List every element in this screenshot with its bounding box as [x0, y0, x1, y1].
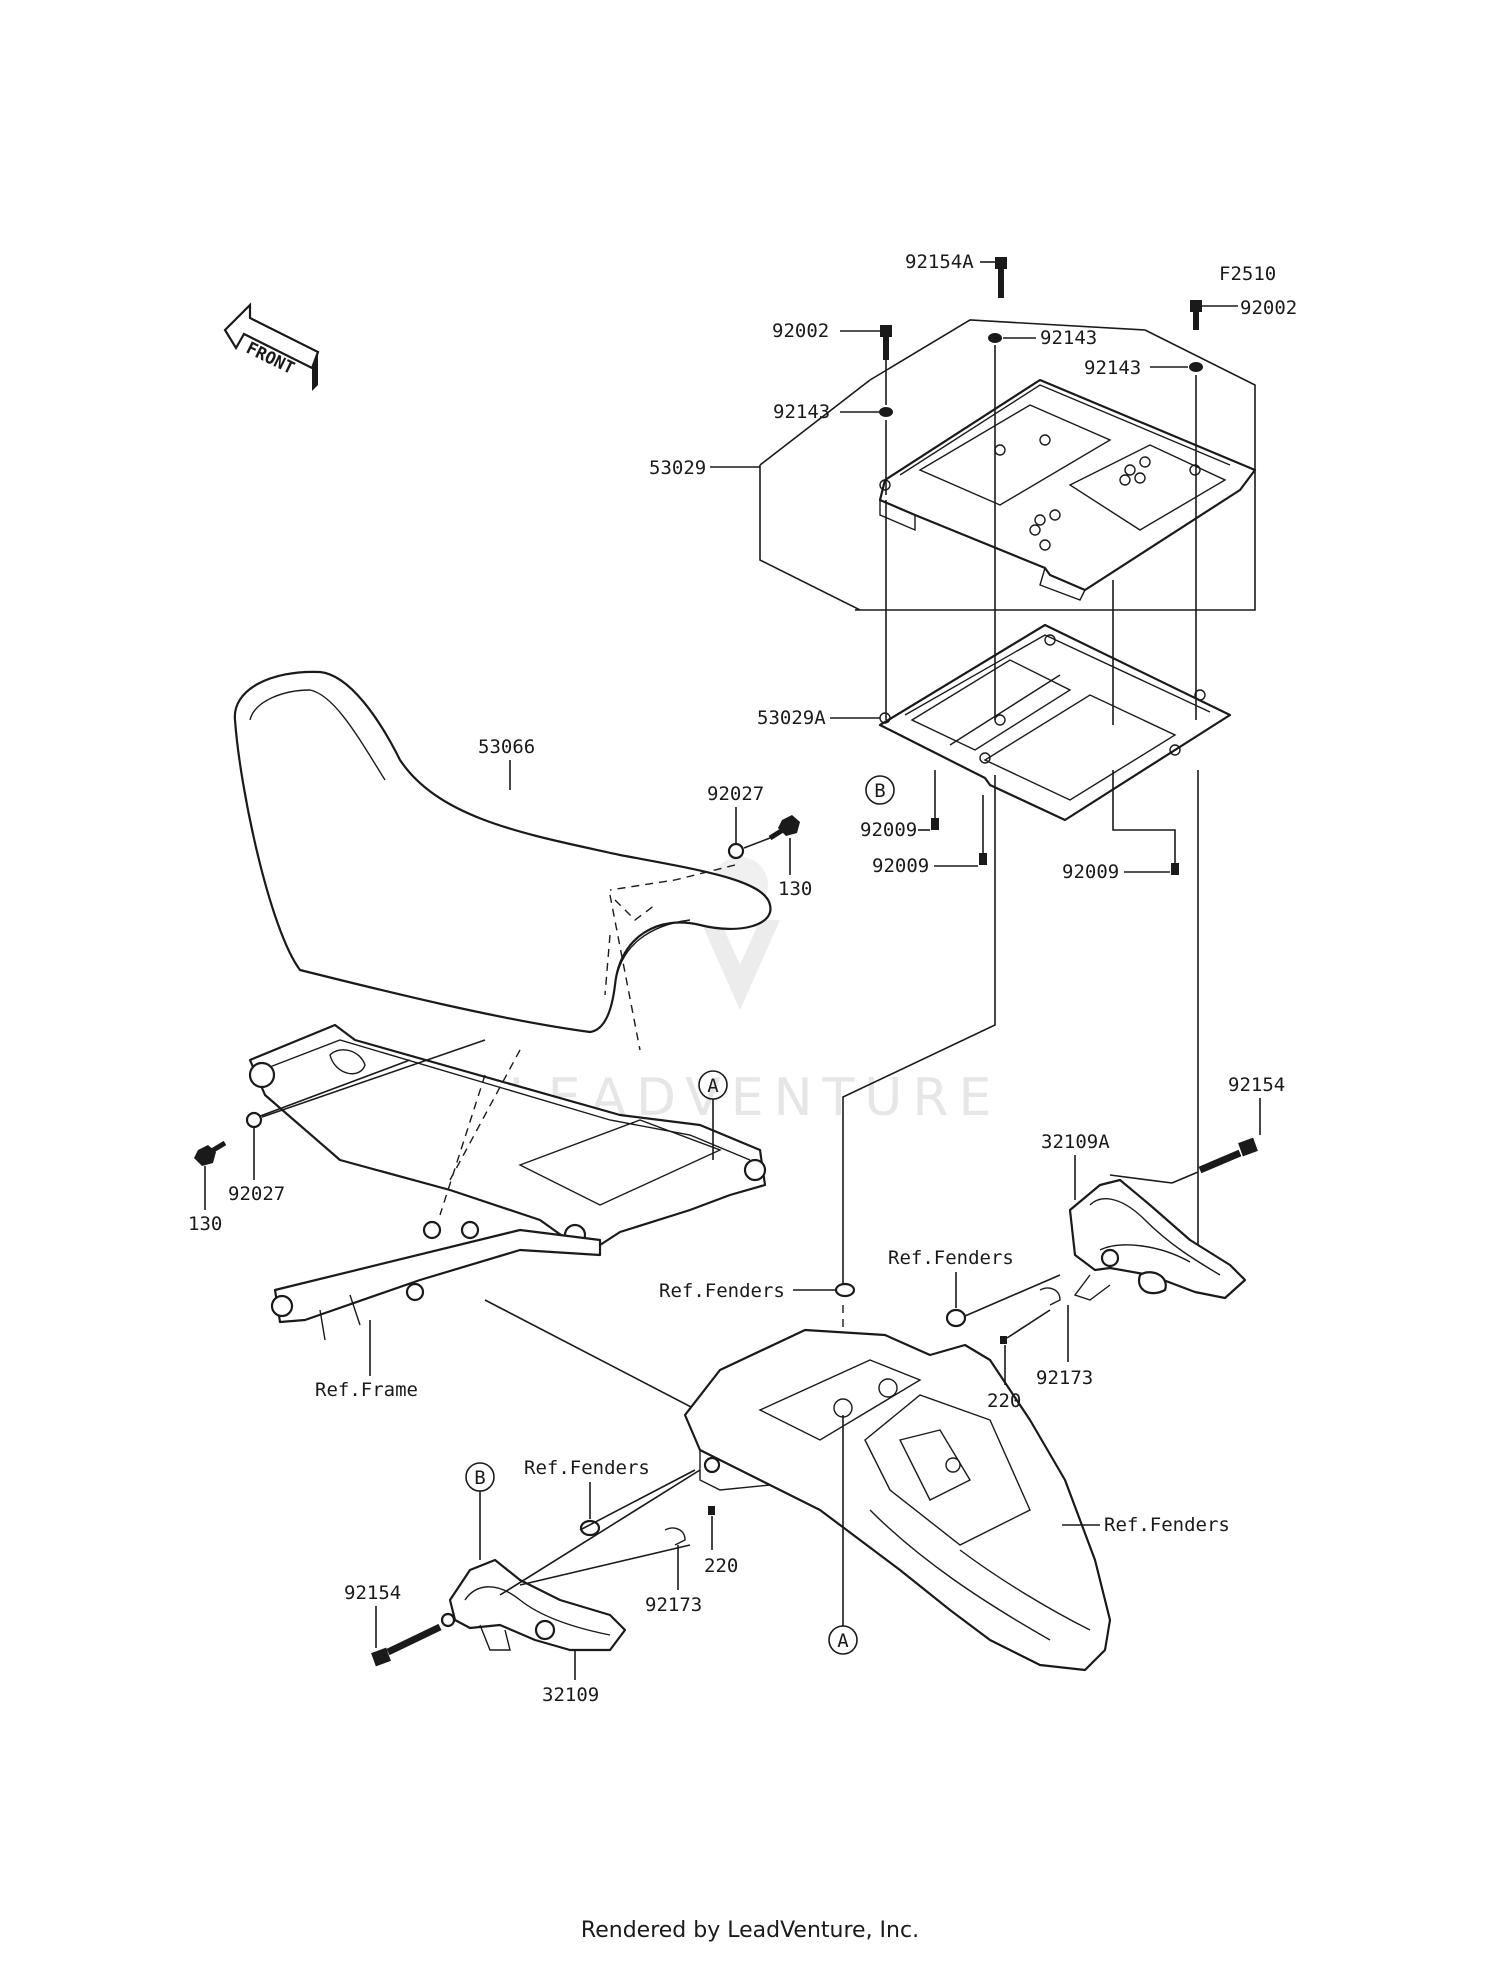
label-92002-right: 92002 [1240, 297, 1297, 319]
guide-line-a [842, 775, 996, 1295]
bolt-92154-left-icon [371, 1647, 391, 1667]
label-92027-top: 92027 [707, 783, 764, 805]
label-32109A: 32109A [1041, 1131, 1110, 1153]
bracket-top-line [869, 319, 1146, 381]
svg-text:B: B [874, 780, 885, 802]
label-92173-right: 92173 [1036, 1367, 1093, 1389]
guide-left-bolt [254, 1059, 411, 1119]
label-53029: 53029 [649, 457, 706, 479]
seat-guide-dash [439, 1049, 521, 1216]
label-92009-b: 92009 [872, 855, 929, 877]
label-ref-fenders-2: Ref.Fenders [888, 1247, 1014, 1269]
label-ref-fenders-1: Ref.Fenders [659, 1280, 785, 1302]
seat-rear-dash [609, 864, 736, 1051]
bracket-53029 [759, 329, 1256, 611]
part-32109-grip [371, 1469, 715, 1667]
bolt-92002-right-icon [1190, 300, 1202, 312]
screw-92009-b-icon [979, 853, 987, 865]
label-32109: 32109 [542, 1684, 599, 1706]
label-92154-right: 92154 [1228, 1074, 1285, 1096]
label-ref-fenders-3: Ref.Fenders [1104, 1514, 1230, 1536]
label-F2510: F2510 [1219, 263, 1276, 285]
front-arrow-icon: FRONT [223, 302, 320, 391]
svg-text:B: B [474, 1467, 485, 1489]
label-220-left: 220 [704, 1555, 738, 1577]
label-130-top: 130 [778, 878, 812, 900]
part-labels: 92154A F2510 92002 92002 92143 92143 921… [188, 251, 1297, 1706]
svg-text:A: A [707, 1075, 719, 1097]
bolt-92154-right-icon [1238, 1137, 1258, 1157]
callout-b-plate: B [865, 775, 895, 805]
screw-92009-a-icon [931, 818, 939, 830]
label-53066: 53066 [478, 736, 535, 758]
fasteners-top [879, 257, 1203, 875]
clamp-92173-right-icon [1039, 1287, 1061, 1306]
screw-92009-c-icon [1171, 863, 1179, 875]
washer-92143-left-icon [879, 407, 893, 417]
label-ref-frame: Ref.Frame [315, 1379, 418, 1401]
bolt-92154A-icon [995, 257, 1007, 269]
label-53029A: 53029A [757, 707, 826, 729]
fender-washers [579, 1282, 967, 1537]
callout-a-fender: A [828, 1415, 858, 1655]
label-220-right: 220 [987, 1390, 1021, 1412]
bolt-92002-left-icon [880, 325, 892, 337]
label-ref-fenders-4: Ref.Fenders [524, 1457, 650, 1479]
washer-fender-1-icon [834, 1282, 856, 1298]
part-53066-seat [233, 670, 772, 1034]
label-92143-top: 92143 [1040, 327, 1097, 349]
washer-92027-left-icon [245, 1111, 263, 1129]
label-130-left: 130 [188, 1213, 222, 1235]
part-frame [248, 1023, 767, 1341]
svg-text:A: A [837, 1630, 849, 1652]
label-92009-a: 92009 [860, 819, 917, 841]
screw-220-left-icon [708, 1506, 715, 1515]
label-92173-left: 92173 [645, 1594, 702, 1616]
clamp-92173-left-icon [664, 1527, 686, 1546]
part-32109A-grip [964, 1137, 1258, 1344]
part-rear-fender [683, 1328, 1112, 1672]
label-92002-left: 92002 [772, 320, 829, 342]
part-53029-upper-plate [878, 378, 1257, 601]
fasteners-seat [194, 815, 800, 1166]
washer-92143-right-icon [1189, 362, 1203, 372]
callout-b-grip: B [465, 1462, 495, 1560]
part-53029A-lower-plate [878, 623, 1232, 822]
screw-220-right-icon [1000, 1336, 1007, 1344]
label-92143-left: 92143 [773, 401, 830, 423]
washer-92143-top-icon [988, 333, 1002, 343]
footer-credit: Rendered by LeadVenture, Inc. [580, 1918, 920, 1943]
callout-a-frame: A [698, 1070, 728, 1160]
washer-fender-3-icon [579, 1519, 601, 1537]
label-92143-right: 92143 [1084, 357, 1141, 379]
label-92154-left: 92154 [344, 1582, 401, 1604]
washer-92027-top-icon [727, 842, 745, 860]
label-92009-c: 92009 [1062, 861, 1119, 883]
washer-fender-2-icon [945, 1308, 967, 1328]
label-92027-left: 92027 [228, 1183, 285, 1205]
label-92154A: 92154A [905, 251, 974, 273]
